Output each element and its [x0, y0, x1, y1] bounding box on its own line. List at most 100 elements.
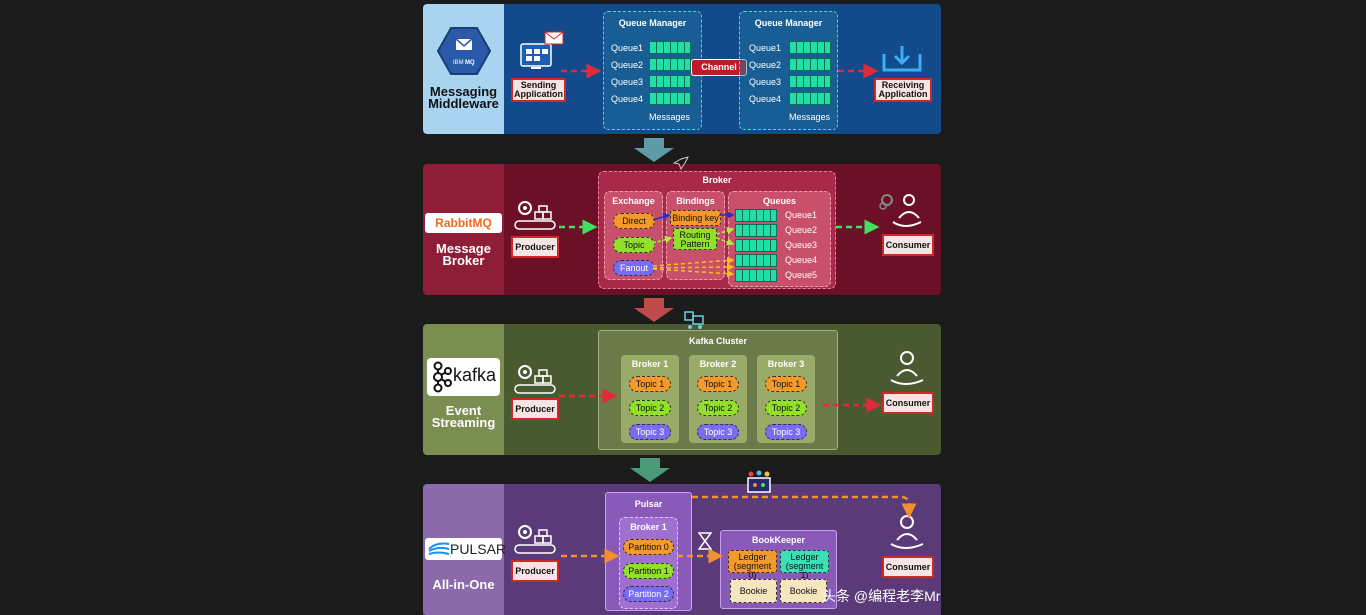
section-message-broker: RabbitMQ Message Broker Producer Broker … [423, 164, 941, 295]
cluster-title: Kafka Cluster [688, 336, 748, 346]
svg-text:IBM: IBM [453, 60, 464, 66]
pulsar-logo-text: PULSAR [450, 541, 507, 557]
queue-bar [735, 239, 777, 252]
topic-pill: Topic 1 [629, 376, 671, 392]
dove-icon [673, 156, 689, 170]
rabbitmq-logo: RabbitMQ [425, 213, 502, 233]
channel-badge: Channel [691, 59, 747, 76]
receiving-application: Receiving Application [874, 78, 932, 102]
queues-title: Queues [762, 196, 796, 206]
pulsar-logo-icon [428, 542, 450, 555]
kafka-logo-text: kafka [453, 365, 497, 385]
queue-bar [789, 75, 831, 88]
sending-application: Sending Application [511, 78, 566, 102]
queue-label: Queue4 [611, 94, 644, 104]
producer: Producer [511, 236, 559, 258]
queue-label: Queue5 [785, 270, 818, 280]
queue-bar [789, 58, 831, 71]
section-messaging-middleware: IBM MQ Messaging Middleware Sending Appl… [423, 4, 941, 134]
ibm-mq-logo-icon: IBM MQ [437, 27, 491, 75]
broker: Broker Exchange Direct Topic Fanout Bind… [598, 171, 836, 289]
section-title: All-in-One [432, 577, 495, 592]
exchange-topic: Topic [613, 237, 655, 253]
section-title: Event Streaming [431, 403, 496, 430]
consumer-icon [879, 194, 922, 227]
queue-bar [735, 254, 777, 267]
partition-pill: Partition 2 [623, 586, 674, 602]
queue-manager-title: Queue Manager [618, 18, 687, 28]
down-arrow-icon [634, 298, 674, 322]
topic-pill: Topic 2 [765, 400, 807, 416]
queue-bar [735, 269, 777, 282]
queue-bar [649, 58, 691, 71]
routing-arrows [652, 211, 735, 278]
queue-label: Queue1 [749, 43, 782, 53]
topic-pill: Topic 3 [629, 424, 671, 440]
topic-pill: Topic 2 [629, 400, 671, 416]
queue-manager-2: Queue Manager Queue1 Queue2 Queue3 Queue… [739, 11, 838, 130]
kafka-broker-1: Broker 1 Topic 1 Topic 2 Topic 3 [621, 355, 679, 443]
binding-key: Binding key [670, 210, 721, 226]
forklift-icon [684, 311, 704, 329]
download-tray-icon [882, 46, 922, 72]
exchange-title: Exchange [612, 196, 655, 206]
queue-bar [649, 92, 691, 105]
pulsar-logo: PULSAR [425, 538, 506, 560]
queue-label: Queue2 [749, 60, 782, 70]
queue-label: Queue1 [785, 210, 818, 220]
down-arrow-icon [630, 458, 670, 482]
bindings: Bindings Binding key Routing Pattern [666, 191, 725, 280]
section-all-in-one: PULSAR All-in-One Producer Pulsar Broker… [423, 484, 941, 615]
producer: Producer [511, 560, 559, 582]
section-title: Messaging Middleware [428, 84, 499, 111]
pulsar-title: Pulsar [634, 499, 663, 509]
queue-bar [735, 209, 777, 222]
consumer: Consumer [882, 556, 934, 578]
down-arrow-icon [634, 138, 674, 162]
queue-manager-title: Queue Manager [754, 18, 823, 28]
bookie: Bookie [730, 579, 777, 603]
kafka-logo-icon [433, 361, 452, 393]
routing-pattern: Routing Pattern [673, 228, 717, 250]
bindings-title: Bindings [676, 196, 715, 206]
flow-arrows [559, 388, 882, 413]
bookkeeper: BookKeeper Ledger (segment 0) Ledger (se… [720, 530, 837, 609]
consumer-icon [890, 351, 924, 385]
queue-bar [649, 75, 691, 88]
broker-name: Broker 2 [699, 359, 737, 369]
producer: Producer [511, 398, 559, 420]
svg-text:MQ: MQ [465, 60, 475, 66]
gear-conveyor-icon [514, 201, 556, 230]
broker-name: Broker 3 [767, 359, 805, 369]
exchange: Exchange Direct Topic Fanout [604, 191, 663, 280]
queue-bar [649, 41, 691, 54]
partition-pill: Partition 0 [623, 539, 674, 555]
topic-pill: Topic 2 [697, 400, 739, 416]
bookkeeper-title: BookKeeper [751, 535, 805, 545]
broker-name: Broker 1 [631, 359, 669, 369]
queue-bar [735, 224, 777, 237]
ledger-segment-0: Ledger (segment 0) [728, 550, 777, 580]
broker-title: Broker [702, 175, 732, 185]
messages-label: Messages [789, 112, 831, 122]
bookie: Bookie [780, 579, 827, 603]
queues: Queues Queue1 Queue2 Queue3 Queue4 Queue… [728, 191, 831, 287]
broker-name: Broker 1 [630, 522, 667, 532]
flow-arrows [559, 219, 880, 235]
watermark: 头条 @编程老李Mr [822, 588, 941, 604]
queue-label: Queue1 [611, 43, 644, 53]
queue-label: Queue3 [785, 240, 818, 250]
queue-bar [789, 92, 831, 105]
flow-arrows [561, 63, 879, 79]
consumer: Consumer [882, 392, 934, 414]
partition-pill: Partition 1 [623, 563, 674, 579]
section-event-streaming: kafka Event Streaming Producer Kafka Clu… [423, 324, 941, 455]
consumer: Consumer [882, 234, 934, 256]
queue-bar [789, 41, 831, 54]
rabbitmq-logo-text: RabbitMQ [435, 216, 492, 230]
gear-conveyor-icon [514, 365, 556, 394]
kafka-logo: kafka [427, 358, 500, 396]
queue-label: Queue3 [749, 77, 782, 87]
queue-label: Queue3 [611, 77, 644, 87]
kafka-cluster: Kafka Cluster Broker 1 Topic 1 Topic 2 T… [598, 330, 838, 450]
